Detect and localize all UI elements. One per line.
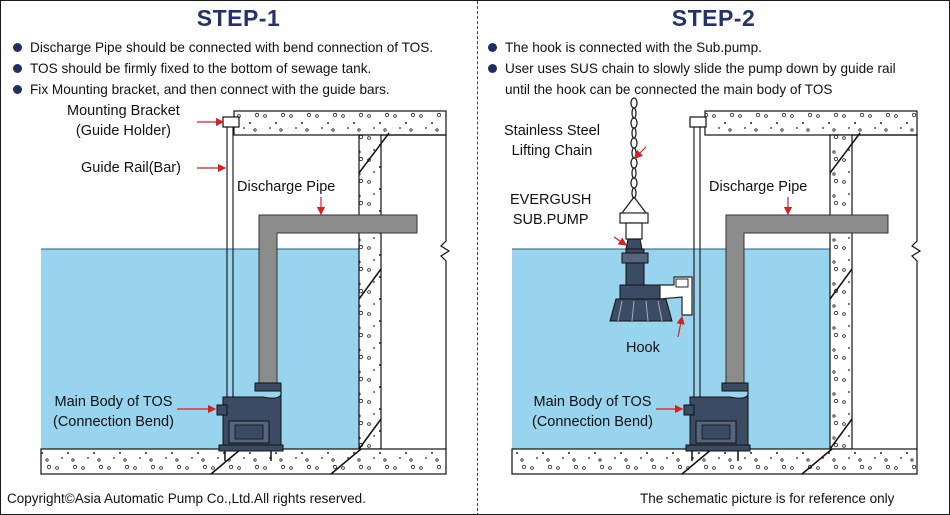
bullet: User uses SUS chain to slowly slide the …	[488, 58, 945, 79]
bullet-continuation: until the hook can be connected the main…	[505, 82, 833, 97]
reference-note: The schematic picture is for reference o…	[640, 491, 895, 506]
step-1-panel: STEP-1 Discharge Pipe should be connecte…	[1, 1, 476, 514]
mounting-bracket	[222, 116, 240, 128]
bullet: TOS should be firmly fixed to the bottom…	[13, 58, 470, 79]
step-2-title: STEP-2	[671, 5, 756, 31]
hook-label: Hook	[626, 340, 660, 356]
tos-main-body	[216, 382, 284, 461]
tos-main-body	[683, 382, 751, 461]
sub-pump-label: EVERGUSH SUB.PUMP	[510, 192, 592, 228]
step-2-panel: STEP-2 The hook is connected with the Su…	[476, 1, 949, 514]
water	[512, 249, 830, 449]
chain-arrow	[634, 146, 647, 159]
copyright: Copyright©Asia Automatic Pump Co.,Ltd.Al…	[7, 491, 366, 506]
step-1-bullets: Discharge Pipe should be connected with …	[13, 37, 470, 100]
mounting-bracket	[689, 116, 707, 128]
step-1-title: STEP-1	[196, 5, 281, 31]
lifting-chain-label: Stainless Steel Lifting Chain	[504, 123, 600, 159]
bullet: Discharge Pipe should be connected with …	[13, 37, 470, 58]
discharge-pipe-label: Discharge Pipe	[709, 179, 808, 195]
hook-arrow	[676, 315, 685, 338]
step-2-bullets: The hook is connected with the Sub.pump.…	[488, 37, 945, 100]
main-body-label: Main Body of TOS (Connection Bend)	[532, 394, 653, 430]
bullet: Fix Mounting bracket, and then connect w…	[13, 79, 470, 100]
water	[41, 249, 359, 449]
step-1-scene	[40, 110, 451, 475]
guide-rail-label: Guide Rail(Bar)	[81, 160, 181, 176]
pump-arrow	[613, 236, 627, 246]
panel-divider	[477, 1, 478, 514]
lifting-chain	[621, 97, 647, 214]
sub-pump	[609, 212, 693, 322]
discharge-pipe-label: Discharge Pipe	[237, 179, 336, 195]
bullet: The hook is connected with the Sub.pump.	[488, 37, 945, 58]
step-2-scene	[511, 97, 922, 475]
main-body-label: Main Body of TOS (Connection Bend)	[53, 394, 174, 430]
mounting-bracket-label: Mounting Bracket (Guide Holder)	[67, 103, 180, 139]
